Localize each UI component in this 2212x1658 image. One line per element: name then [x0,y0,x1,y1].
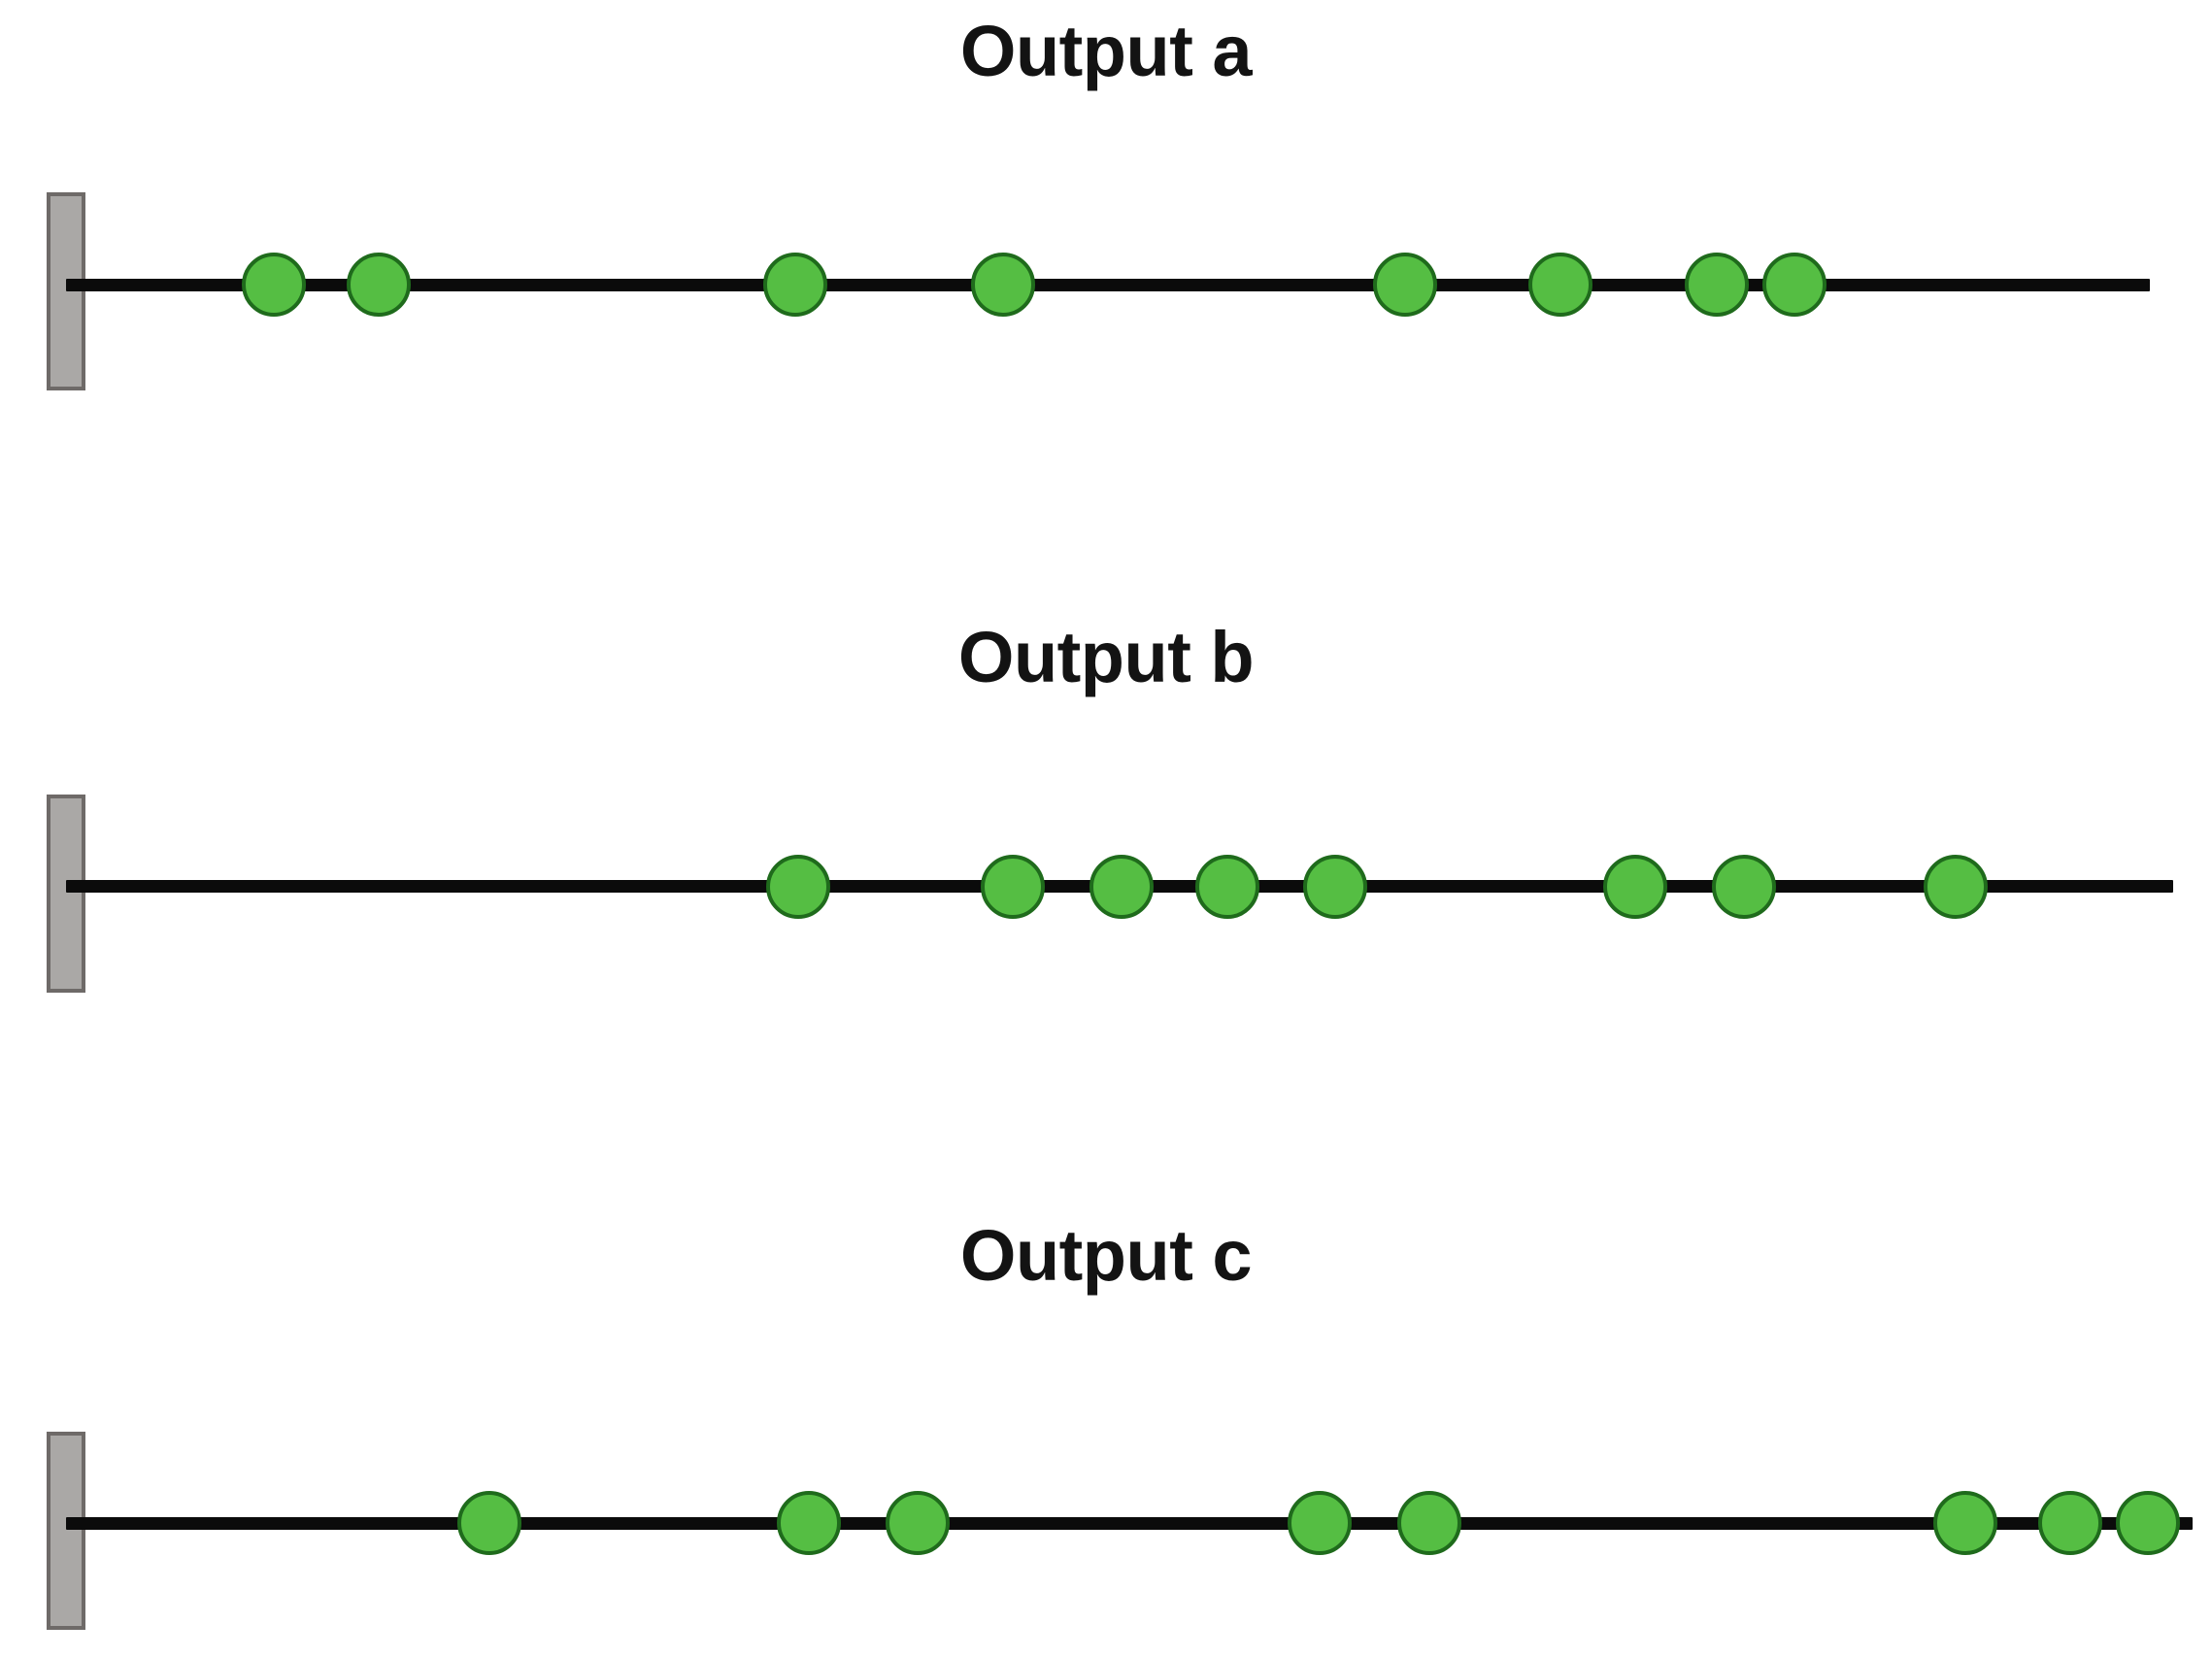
panel-b-wall-support [47,795,85,993]
panel-b-title: Output b [957,617,1255,697]
panel-a-node-2 [347,253,411,317]
panel-c-node-7 [2038,1491,2102,1555]
panel-b-node-7 [1712,855,1776,919]
panel-a-title: Output a [959,11,1253,91]
panel-b-node-8 [1924,855,1988,919]
panel-b-node-5 [1303,855,1367,919]
panel-c-node-5 [1397,1491,1461,1555]
panel-a-node-1 [242,253,306,317]
panel-a-node-5 [1373,253,1437,317]
panel-c-node-2 [777,1491,841,1555]
panel-b-node-2 [981,855,1045,919]
panel-a-node-7 [1685,253,1749,317]
panel-b-node-3 [1089,855,1154,919]
panel-c-node-6 [1933,1491,1997,1555]
panel-c-node-3 [886,1491,950,1555]
panel-a-node-6 [1528,253,1592,317]
panel-c-beam [66,1517,2193,1530]
panel-c-node-4 [1288,1491,1352,1555]
panel-b-node-1 [766,855,830,919]
panel-c-node-8 [2116,1491,2180,1555]
panel-a-wall-support [47,192,85,390]
panel-a-node-8 [1762,253,1827,317]
panel-c-node-1 [457,1491,521,1555]
panel-c-title: Output c [959,1215,1253,1296]
panel-a-node-4 [971,253,1035,317]
panel-a-beam [66,279,2150,291]
panel-b-node-4 [1195,855,1259,919]
panel-b-node-6 [1603,855,1667,919]
panel-c-wall-support [47,1432,85,1630]
panel-a-node-3 [763,253,827,317]
